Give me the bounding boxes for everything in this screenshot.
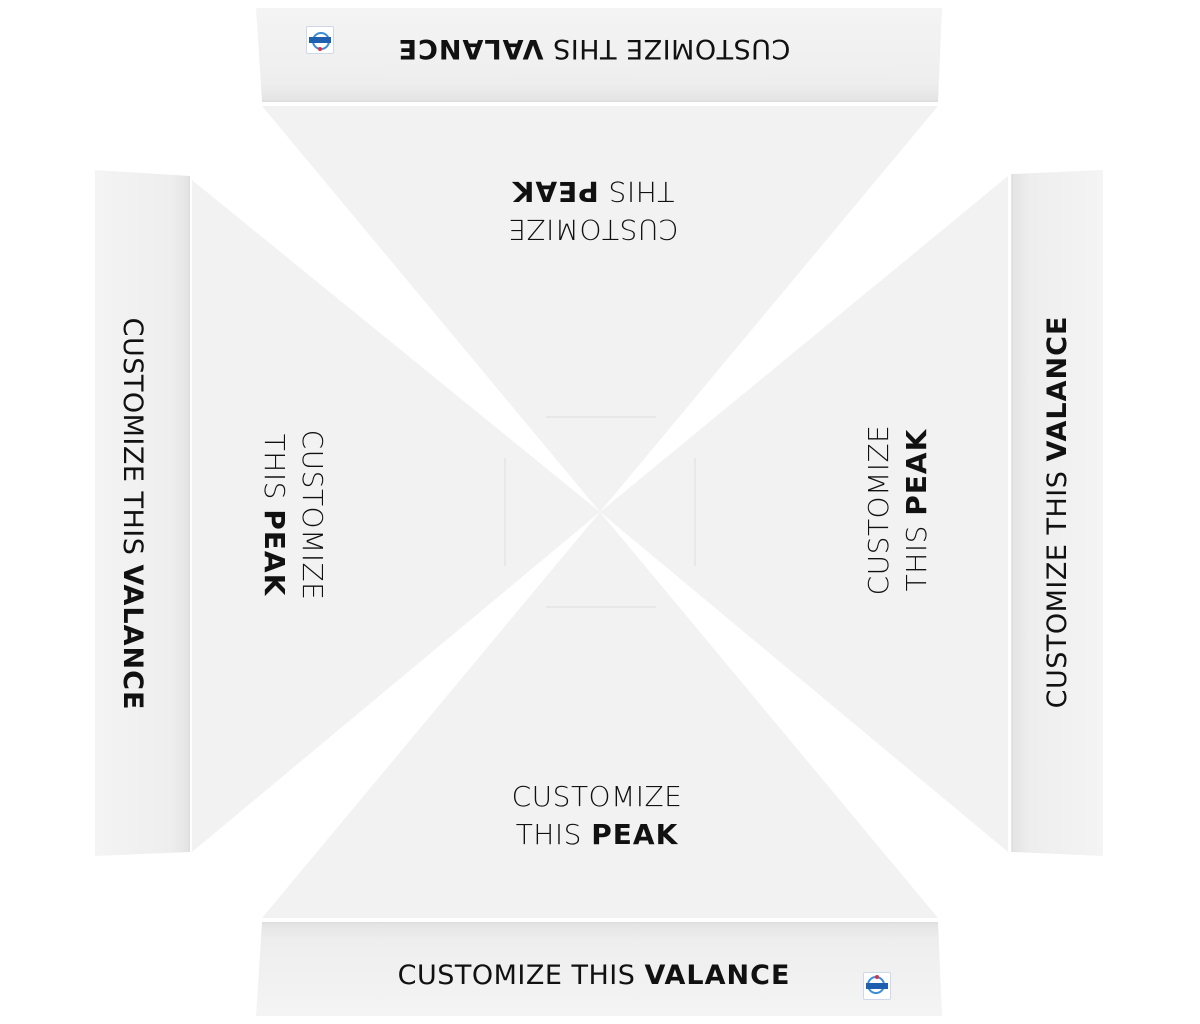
peak-label-prefix: THIS (515, 818, 592, 851)
peak-label-line1: CUSTOMIZE (511, 780, 683, 813)
peak-panel-bottom (262, 512, 938, 918)
valance-label-prefix: CUSTOMIZE THIS (543, 33, 791, 64)
valance-label-bold: VALANCE (1042, 315, 1073, 462)
peak-panel-right (600, 176, 1008, 852)
brand-logo-icon (863, 972, 891, 1000)
peak-label-prefix: THIS (598, 175, 675, 208)
peak-label-line1: CUSTOMIZE (507, 213, 679, 246)
peak-label-bottom[interactable]: CUSTOMIZE THIS PEAK (487, 778, 707, 854)
valance-panel-bottom (256, 922, 942, 1016)
valance-label-top[interactable]: CUSTOMIZE THIS VALANCE (374, 31, 814, 65)
valance-label-prefix: CUSTOMIZE THIS (1042, 461, 1073, 709)
peak-panel-top (262, 106, 938, 512)
peak-label-prefix: THIS (258, 433, 291, 510)
peak-label-bold: PEAK (258, 509, 291, 597)
peak-label-left[interactable]: CUSTOMIZE THIS PEAK (255, 405, 331, 625)
valance-label-bold: VALANCE (397, 33, 544, 64)
peak-label-bold: PEAK (591, 818, 679, 851)
valance-label-bold: VALANCE (644, 960, 791, 991)
brand-logo-icon (306, 26, 334, 54)
valance-label-left[interactable]: CUSTOMIZE THIS VALANCE (115, 294, 149, 734)
center-guides (504, 416, 696, 608)
peak-label-right[interactable]: CUSTOMIZE THIS PEAK (860, 400, 936, 620)
valance-label-bold: VALANCE (117, 564, 148, 711)
peak-label-line1: CUSTOMIZE (296, 429, 329, 601)
valance-label-right[interactable]: CUSTOMIZE THIS VALANCE (1041, 292, 1075, 732)
peak-label-bold: PEAK (900, 428, 933, 516)
peak-label-line1: CUSTOMIZE (862, 424, 895, 596)
valance-label-prefix: CUSTOMIZE THIS (397, 960, 645, 991)
valance-panel-right (1012, 170, 1103, 856)
peak-label-bold: PEAK (511, 175, 599, 208)
valance-label-bottom[interactable]: CUSTOMIZE THIS VALANCE (374, 959, 814, 993)
valance-panel-left (95, 170, 190, 856)
peak-panel-left (192, 180, 600, 852)
valance-panel-top (256, 8, 942, 102)
peak-label-top[interactable]: CUSTOMIZE THIS PEAK (483, 172, 703, 248)
valance-label-prefix: CUSTOMIZE THIS (117, 317, 148, 565)
peak-label-prefix: THIS (900, 515, 933, 592)
